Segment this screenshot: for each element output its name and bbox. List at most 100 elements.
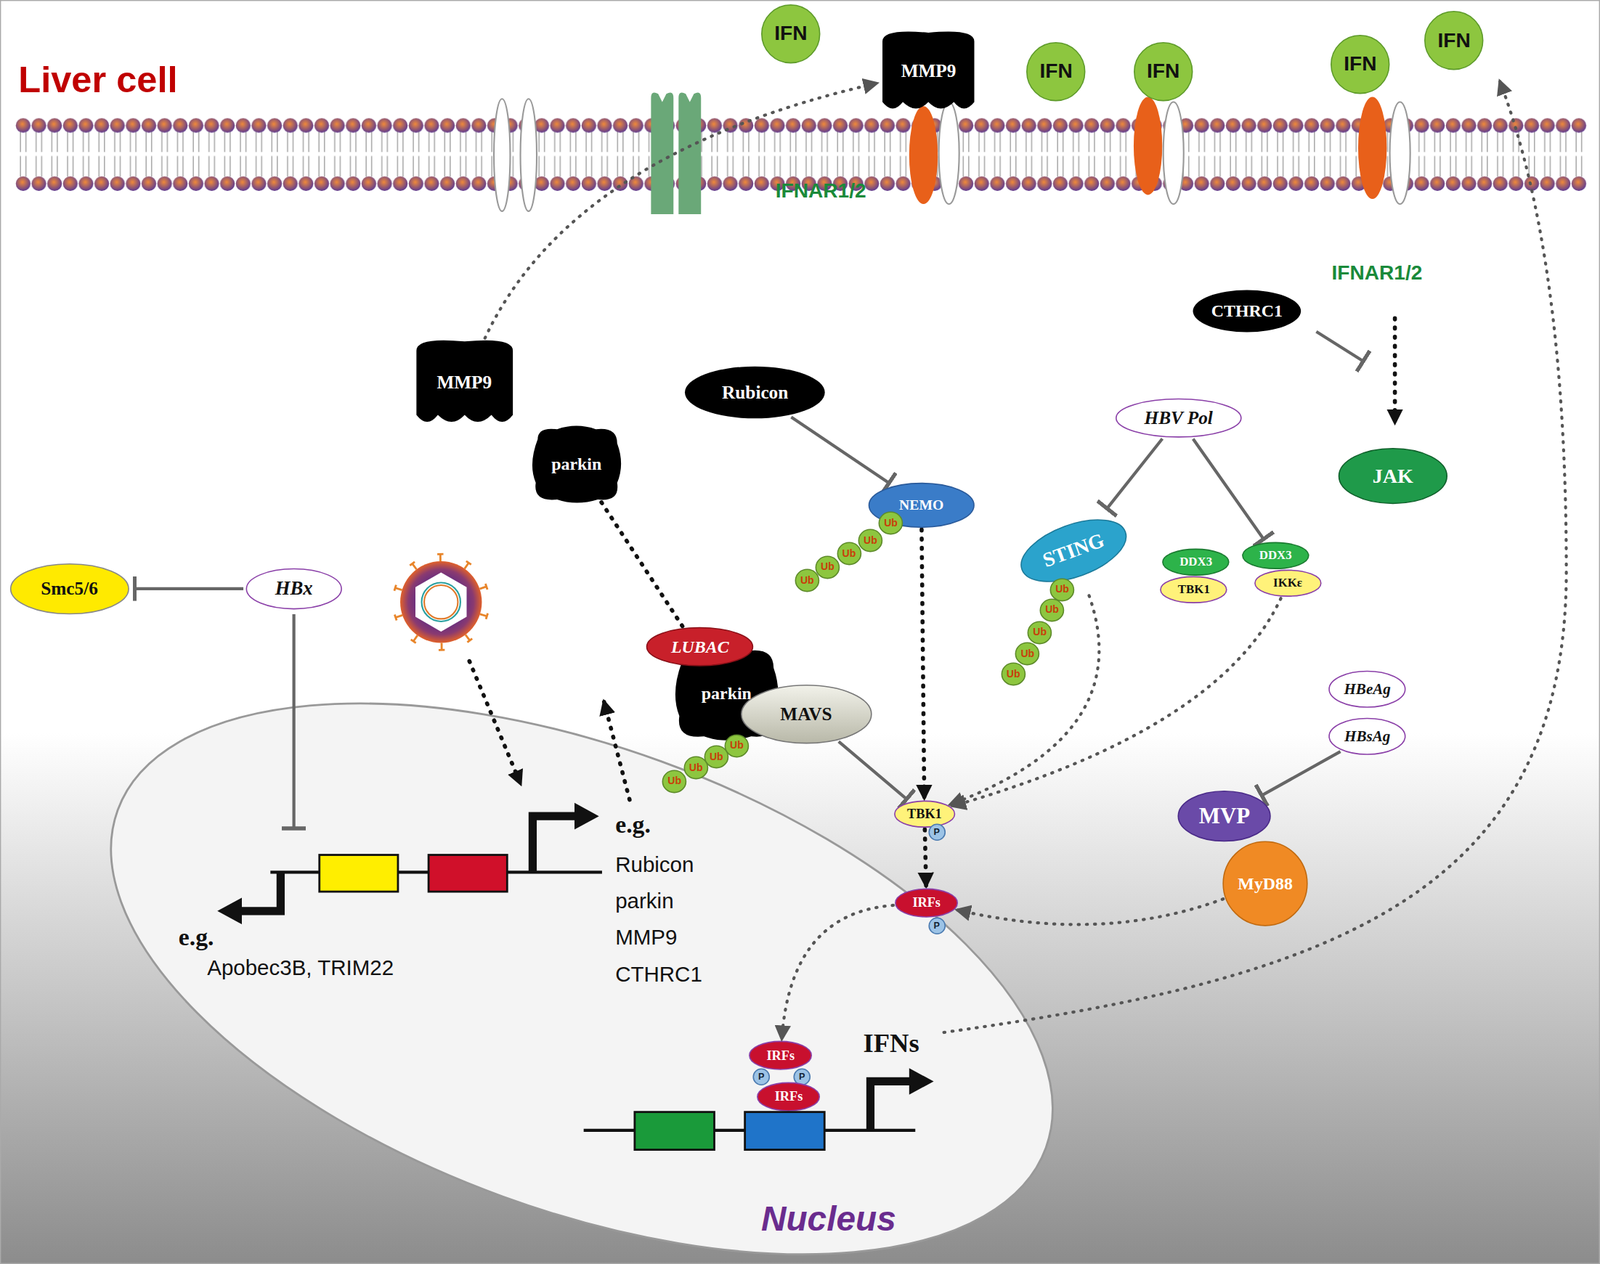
virion-capsid <box>415 572 467 632</box>
node-label: Ub <box>883 517 898 529</box>
node-label: IRFs <box>774 1089 804 1104</box>
virion-spike <box>437 552 444 555</box>
node-label: TBK1 <box>907 806 942 822</box>
phosphate-dot: P <box>928 918 945 934</box>
node-label: Ub <box>842 548 857 560</box>
ellipse <box>1331 35 1390 94</box>
inhibition-connector <box>1106 438 1163 509</box>
virion-spike <box>410 639 416 643</box>
molecule-node: IKKε <box>1254 570 1322 598</box>
ellipse <box>815 556 839 579</box>
inhibition-connector <box>1193 439 1264 540</box>
node-label: IRFs <box>766 1048 796 1064</box>
dotted-arrow <box>1393 318 1398 422</box>
ellipse <box>647 628 754 667</box>
ellipse <box>1255 570 1322 598</box>
virion-spike <box>485 583 488 590</box>
viral-protein: HBx <box>245 568 343 610</box>
ubiquitin-bead: Ub <box>724 734 749 758</box>
node-label: MAVS <box>780 704 832 725</box>
annotation-label: Apobec3B, TRIM22 <box>206 955 394 981</box>
node-label: IFN <box>1040 60 1073 83</box>
ellipse <box>1424 11 1484 70</box>
node-label: MyD88 <box>1237 874 1293 894</box>
ellipse <box>1242 543 1309 570</box>
molecule-node: LUBAC <box>645 627 754 667</box>
node-label: DDX3 <box>1179 555 1213 570</box>
membrane-proteins <box>493 92 1411 215</box>
activation-connector <box>950 595 1100 805</box>
inhibition-connector <box>790 417 889 484</box>
molecule-node: MVP <box>1177 790 1271 842</box>
ellipse <box>1338 448 1447 505</box>
viral-protein: HBV Pol <box>1114 398 1243 438</box>
ellipse <box>928 918 945 935</box>
node-label: IKKε <box>1273 576 1303 591</box>
ubiquitin-bead: Ub <box>795 569 820 592</box>
ellipse <box>724 734 749 757</box>
node-label: DDX3 <box>1259 549 1293 563</box>
ellipse <box>837 543 861 566</box>
node-label: Ub <box>820 561 835 573</box>
node-label: Ub <box>1032 626 1047 638</box>
node-label: JAK <box>1372 465 1414 489</box>
ellipse <box>1013 507 1135 595</box>
molecule-node: IFN <box>1424 10 1484 70</box>
ellipse <box>761 4 820 63</box>
ubiquitin-bead: Ub <box>1040 599 1065 622</box>
molecule-node: Smc5/6 <box>9 563 131 615</box>
annotation-label: IFNs <box>863 1028 920 1059</box>
node-label: TBK1 <box>1178 583 1210 598</box>
ubiquitin-bead: Ub <box>858 529 883 552</box>
molecule-node: IFN <box>761 4 820 64</box>
molecule-node: JAK <box>1337 448 1449 505</box>
ellipse <box>684 366 826 420</box>
molecule-node: Rubicon <box>683 366 827 420</box>
node-label: Ub <box>1045 604 1059 616</box>
ubiquitin-bead: Ub <box>1027 621 1052 645</box>
annotation-label: IFNAR1/2 <box>775 179 867 203</box>
node-label: IFN <box>1343 53 1377 76</box>
node-label: Ub <box>709 751 724 763</box>
ellipse <box>1193 290 1302 333</box>
cloud-blob <box>532 425 621 503</box>
node-label: IRFs <box>912 895 941 911</box>
ubiquitin-bead: Ub <box>815 556 840 579</box>
ellipse <box>246 568 342 609</box>
node-label: Ub <box>800 575 815 587</box>
ubiquitin-bead: Ub <box>704 745 729 769</box>
ellipse <box>10 563 128 614</box>
virion-spike <box>466 638 473 643</box>
activation-connector <box>952 598 1281 807</box>
molecule-node: HBV <box>390 551 492 653</box>
molecule-node: DDX3 <box>1162 549 1230 576</box>
node-label: Ub <box>1020 648 1035 660</box>
node-label: MMP9 <box>436 372 492 393</box>
node-label: Ub <box>1006 668 1021 680</box>
virion-dna <box>421 582 460 621</box>
molecule-node: IRFs <box>894 888 958 918</box>
virion-spike <box>395 615 402 618</box>
node-label: parkin <box>701 684 752 704</box>
ellipse <box>749 1042 812 1071</box>
ellipse <box>1040 599 1064 621</box>
node-label: HBV Pol <box>1144 408 1213 429</box>
node-label: CTHRC1 <box>1211 301 1283 321</box>
inhibition-line <box>292 614 296 829</box>
virion-spike <box>394 584 396 591</box>
enzyme-blob <box>882 31 974 109</box>
node-label: P <box>933 827 940 839</box>
activation-connector <box>485 83 877 339</box>
molecule-node: IRFs <box>756 1082 820 1112</box>
molecule-node: IRFs <box>748 1041 812 1070</box>
node-label: P <box>798 1072 805 1083</box>
node-label: Rubicon <box>721 382 789 404</box>
ellipse <box>1001 663 1025 686</box>
node-label: MVP <box>1199 803 1250 829</box>
ellipse <box>1160 576 1227 603</box>
ellipse <box>1134 42 1193 101</box>
node-label: IFN <box>774 22 807 46</box>
ellipse <box>663 770 687 793</box>
ellipse <box>895 888 958 918</box>
ellipse <box>757 1082 820 1112</box>
